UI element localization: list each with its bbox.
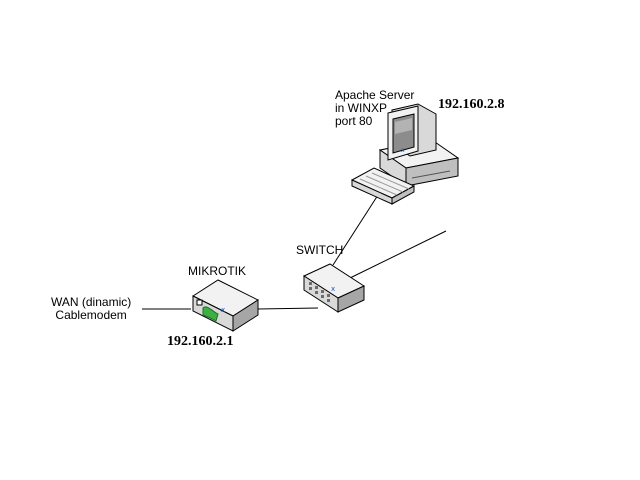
- svg-text:x: x: [401, 147, 405, 154]
- server-label-line: Apache Server: [335, 88, 415, 102]
- svg-text:x: x: [221, 306, 225, 314]
- svg-text:x: x: [331, 285, 335, 293]
- switch-label: SWITCH: [296, 243, 344, 257]
- server-ip: 192.160.2.8: [438, 97, 505, 112]
- server-computer-icon: x: [350, 103, 460, 205]
- wan-label-line: Cablemodem: [55, 308, 127, 322]
- router-switch-link: [257, 307, 319, 310]
- server-label-line: port 80: [335, 114, 373, 128]
- switch-server-link: [332, 194, 379, 266]
- switch-uplink-line: [349, 230, 447, 279]
- server-label: Apache Server in WINXP port 80: [335, 89, 414, 128]
- wan-label: WAN (dinamic) Cablemodem: [51, 296, 131, 322]
- wan-label-line: WAN (dinamic): [51, 295, 132, 309]
- server-label-line: in WINXP: [335, 101, 388, 115]
- switch-icon: x: [302, 263, 366, 313]
- router-icon: x: [191, 279, 260, 332]
- router-label: MIKROTIK: [188, 264, 247, 278]
- router-ip: 192.160.2.1: [167, 334, 234, 349]
